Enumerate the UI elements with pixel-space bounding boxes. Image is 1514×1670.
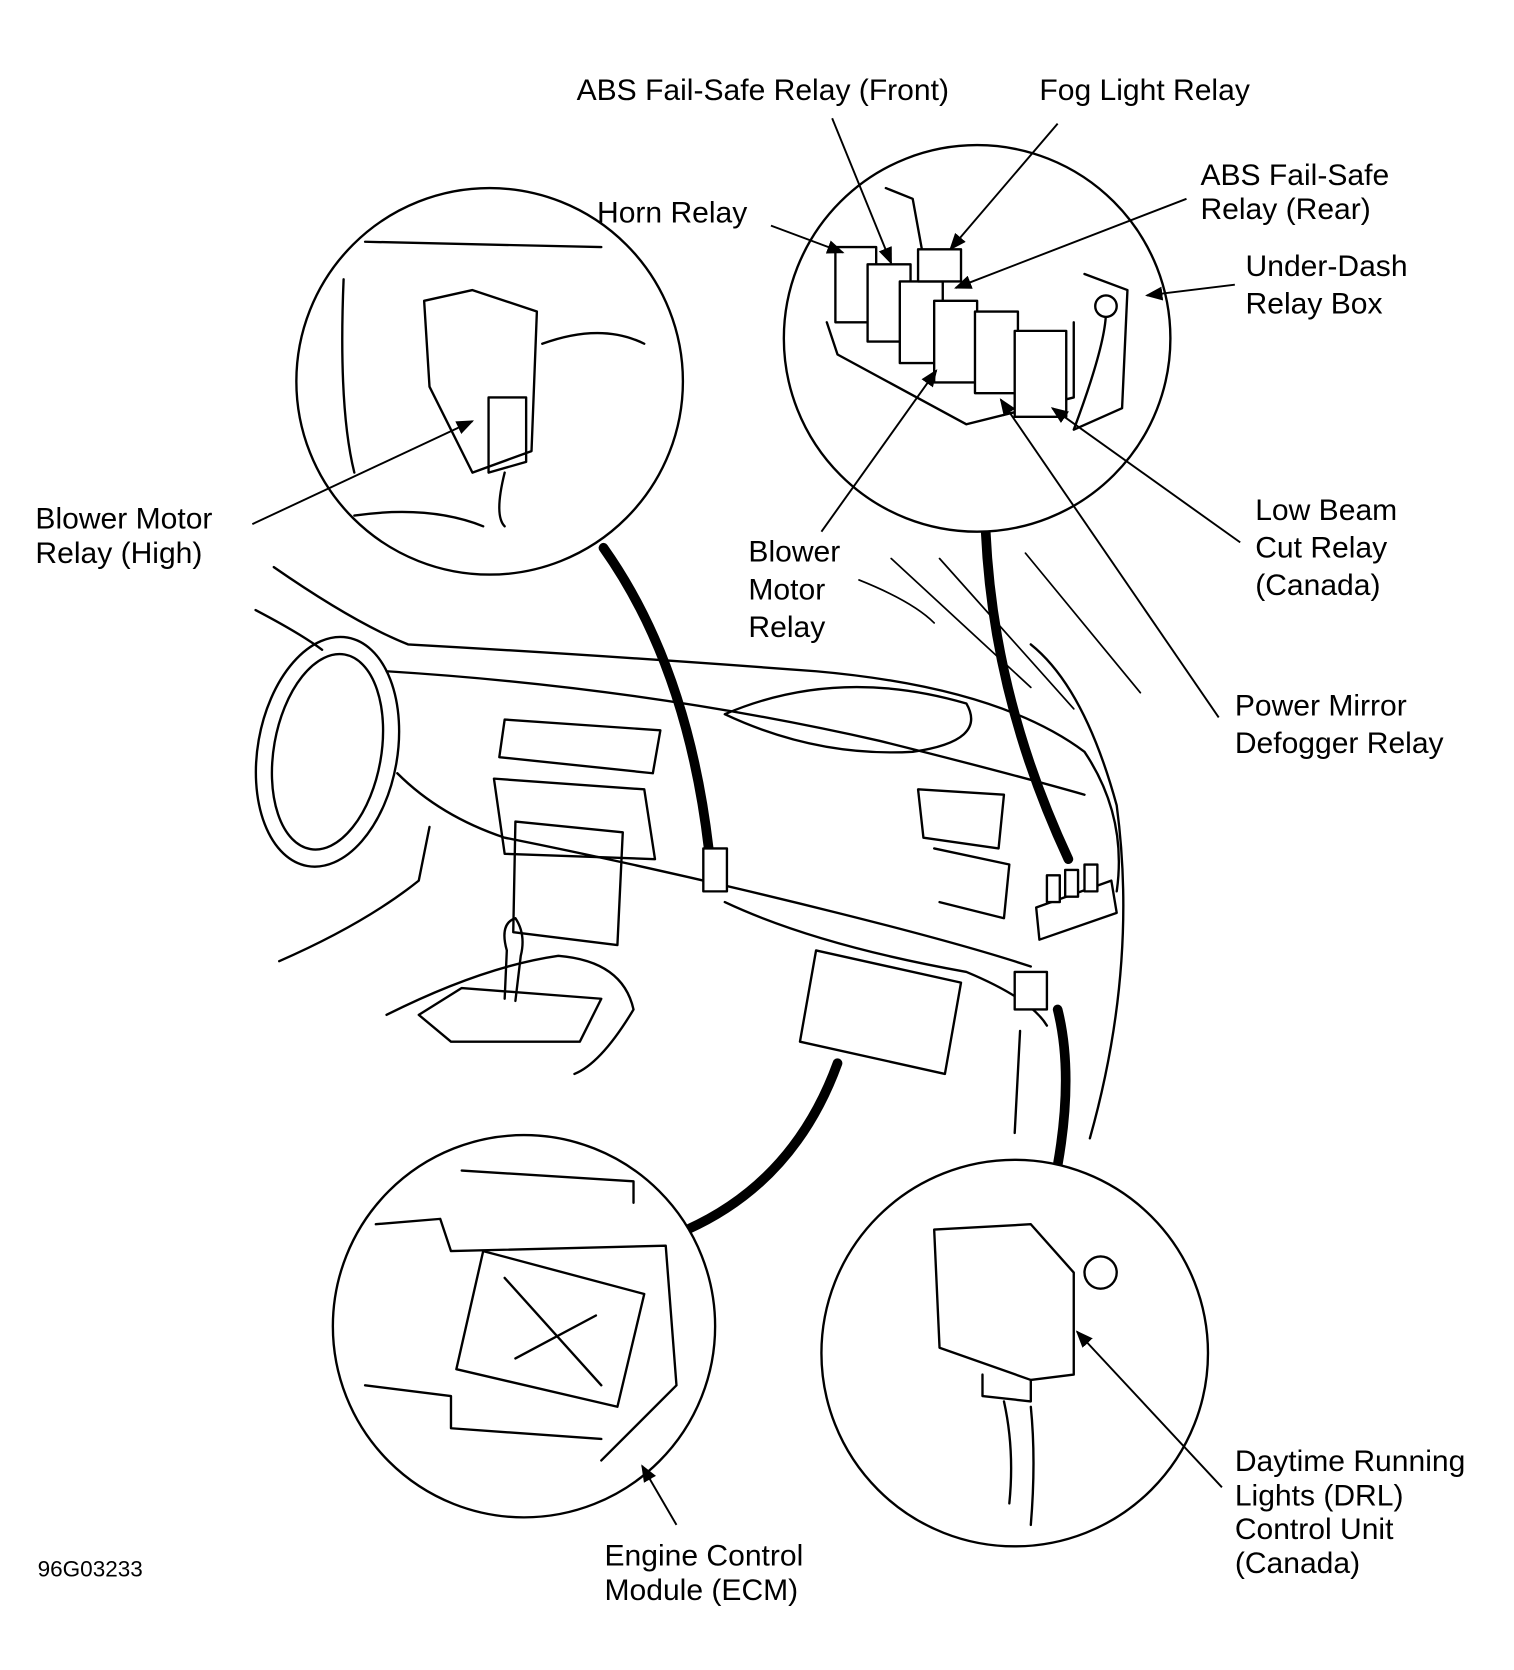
label-drl-1: Daytime Running xyxy=(1235,1445,1465,1478)
blower-relay-high-mark xyxy=(702,847,729,893)
label-abs-rear-2: Relay (Rear) xyxy=(1200,193,1370,226)
label-drl-4: (Canada) xyxy=(1235,1547,1360,1580)
label-drl-2: Lights (DRL) xyxy=(1235,1480,1404,1513)
label-abs-front: ABS Fail-Safe Relay (Front) xyxy=(577,74,949,107)
connector-lines xyxy=(598,526,1074,1235)
label-lowbeam-1: Low Beam xyxy=(1255,494,1397,527)
label-blower-high-2: Relay (High) xyxy=(35,537,202,570)
leader-lines xyxy=(251,117,1241,1526)
label-underdash-2: Relay Box xyxy=(1246,288,1383,321)
label-blower-3: Relay xyxy=(748,611,825,644)
figure-code: 96G03233 xyxy=(38,1556,143,1581)
callout-labels: ABS Fail-Safe Relay (Front) Fog Light Re… xyxy=(35,74,1465,1607)
detail-blower-relay-high xyxy=(295,186,685,576)
label-mirror-2: Defogger Relay xyxy=(1235,727,1444,760)
drl-unit-mark xyxy=(1013,970,1049,1011)
label-horn: Horn Relay xyxy=(597,196,747,229)
label-ecm-1: Engine Control xyxy=(605,1540,804,1573)
label-drl-3: Control Unit xyxy=(1235,1513,1394,1546)
detail-drl-unit xyxy=(820,1158,1210,1548)
label-fog-light: Fog Light Relay xyxy=(1039,74,1249,107)
label-abs-rear-1: ABS Fail-Safe xyxy=(1200,159,1389,192)
label-blower-2: Motor xyxy=(748,573,825,606)
detail-under-dash-relay-box xyxy=(782,143,1172,533)
label-mirror-1: Power Mirror xyxy=(1235,689,1407,722)
label-ecm-2: Module (ECM) xyxy=(605,1574,799,1607)
label-lowbeam-2: Cut Relay xyxy=(1255,531,1387,564)
label-lowbeam-3: (Canada) xyxy=(1255,569,1380,602)
detail-ecm xyxy=(331,1133,717,1519)
label-underdash-1: Under-Dash xyxy=(1246,250,1408,283)
ecm-box xyxy=(798,949,963,1076)
dashboard-illustration xyxy=(254,552,1142,1140)
label-blower-1: Blower xyxy=(748,536,840,569)
label-blower-high-1: Blower Motor xyxy=(35,502,212,535)
